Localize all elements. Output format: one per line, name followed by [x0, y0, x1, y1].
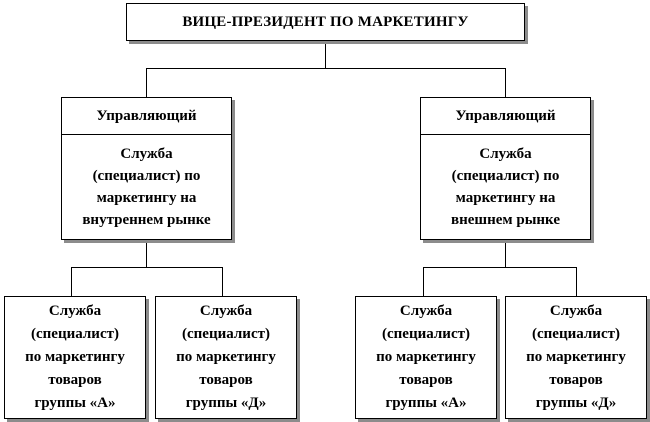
service-box-group-a-domestic: Служба (специалист) по маркетингу товаро… — [4, 296, 146, 419]
service-box-group-a-foreign: Служба (специалист) по маркетингу товаро… — [355, 296, 497, 419]
vice-president-box: ВИЦЕ-ПРЕЗИДЕНТ ПО МАРКЕТИНГУ — [126, 3, 525, 41]
vice-president-label: ВИЦЕ-ПРЕЗИДЕНТ ПО МАРКЕТИНГУ — [182, 13, 469, 30]
manager-head: Управляющий — [421, 98, 590, 135]
foreign-marketing-service-label: Служба (специалист) по маркетингу на вне… — [451, 146, 560, 228]
manager-box-domestic: Управляющий Служба (специалист) по марке… — [61, 97, 232, 240]
domestic-marketing-service-label: Служба (специалист) по маркетингу на вну… — [82, 146, 211, 228]
service-box-group-d-foreign: Служба (специалист) по маркетингу товаро… — [505, 296, 647, 419]
manager-head: Управляющий — [62, 98, 231, 135]
manager-box-foreign: Управляющий Служба (специалист) по марке… — [420, 97, 591, 240]
service-box-group-d-domestic: Служба (специалист) по маркетингу товаро… — [155, 296, 297, 419]
